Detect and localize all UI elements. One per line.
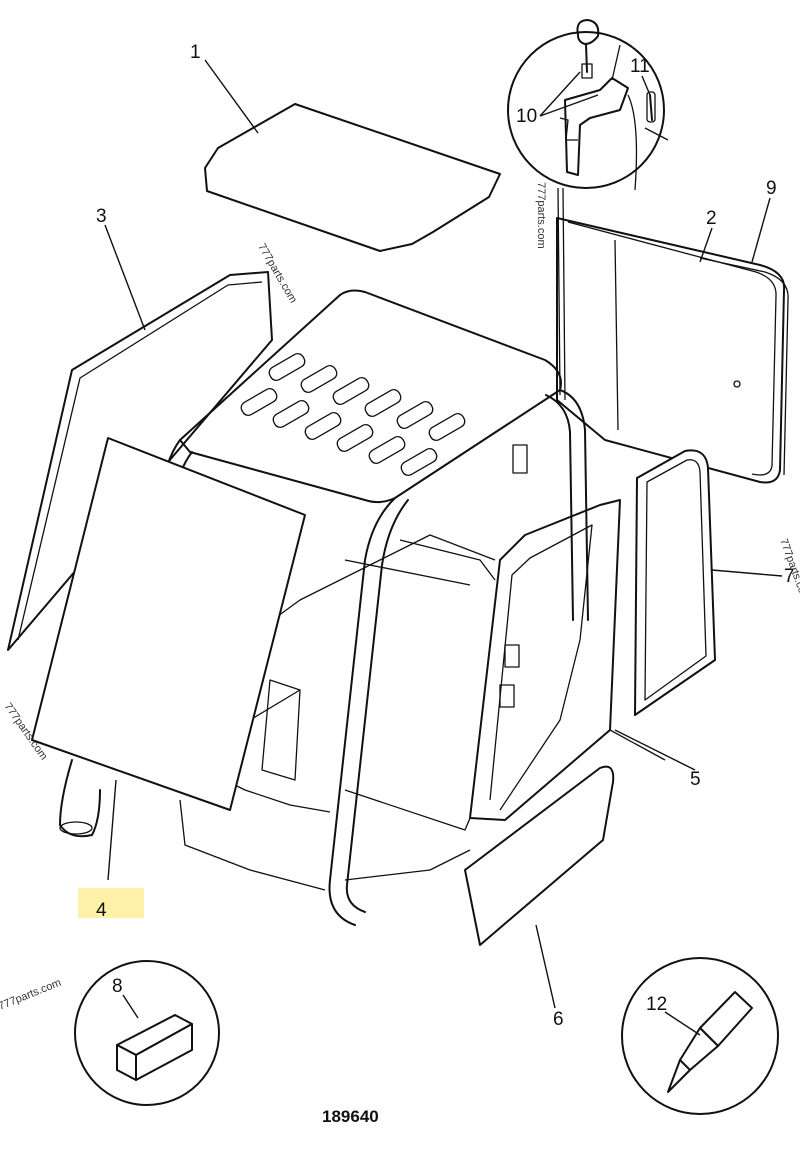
callout-12: 12 bbox=[646, 994, 667, 1015]
detail-circle-part-8 bbox=[74, 960, 220, 1106]
part-6-lower-glass bbox=[464, 765, 615, 946]
diagram-number: 189640 bbox=[322, 1107, 379, 1126]
callout-10: 10 bbox=[516, 106, 537, 127]
watermark-5: 777parts.com bbox=[777, 537, 800, 604]
leader-lines bbox=[104, 59, 783, 1036]
callout-7: 7 bbox=[784, 566, 795, 587]
watermark-4: 777parts.com bbox=[0, 977, 63, 1013]
callout-1: 1 bbox=[190, 42, 201, 63]
callout-6: 6 bbox=[553, 1009, 564, 1030]
detail-circle-part-12 bbox=[621, 957, 779, 1115]
callout-labels: 1 2 3 4 5 6 7 8 9 10 11 12 bbox=[96, 42, 795, 1030]
detail-connector bbox=[557, 187, 561, 396]
callout-4-highlight bbox=[78, 888, 144, 918]
callout-8: 8 bbox=[112, 976, 123, 997]
part-2-rear-glass bbox=[556, 217, 789, 484]
part-1-roof-panel bbox=[204, 103, 501, 252]
watermark-2: 777parts.com bbox=[535, 182, 547, 249]
part-5-door-glass bbox=[609, 729, 666, 761]
callout-2: 2 bbox=[706, 208, 717, 229]
callout-11: 11 bbox=[630, 56, 650, 77]
callout-3: 3 bbox=[96, 206, 107, 227]
callout-9: 9 bbox=[766, 178, 777, 199]
part-4-windscreen bbox=[31, 437, 306, 811]
detail-circle-hinge bbox=[507, 19, 669, 191]
part-7-right-quarter-glass bbox=[634, 449, 716, 716]
callout-5: 5 bbox=[690, 769, 701, 790]
callout-4: 4 bbox=[96, 900, 107, 921]
detail-connector-2 bbox=[562, 187, 566, 401]
